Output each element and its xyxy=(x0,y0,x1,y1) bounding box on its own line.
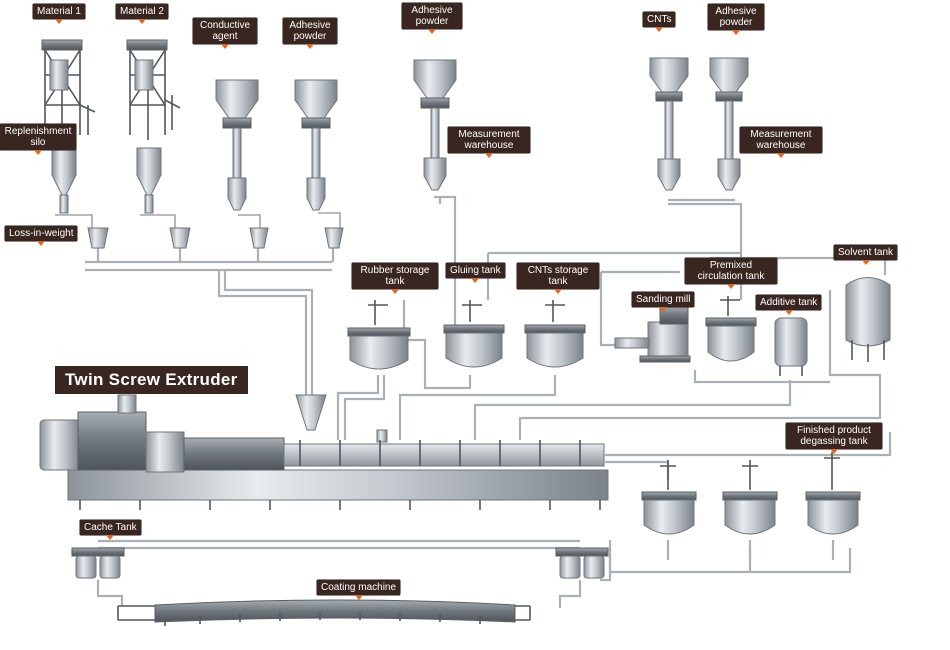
label-loss-in-weight: Loss-in-weight xyxy=(5,226,78,246)
adhesive-powder-hopper-1 xyxy=(294,79,338,211)
label-rubber-storage-tank: Rubber storage tank xyxy=(352,263,438,294)
label-gluing-tank: Gluing tank xyxy=(446,263,505,283)
label-measurement-warehouse-1: Measurement warehouse xyxy=(448,127,530,158)
label-material-2: Material 2 xyxy=(116,4,168,24)
label-sanding-mill: Sanding mill xyxy=(632,292,695,312)
label-material-1: Material 1 xyxy=(33,4,85,24)
label-coating-machine: Coating machine xyxy=(317,580,401,600)
cache-tanks xyxy=(71,547,609,579)
adhesive-powder-hopper-2 xyxy=(413,59,457,191)
label-solvent-tank: Solvent tank xyxy=(834,245,898,265)
label-premixed-circulation-tank: Premixed circulation tank xyxy=(685,258,777,289)
label-measurement-warehouse-2: Measurement warehouse xyxy=(740,127,822,158)
additive-tank xyxy=(774,317,808,376)
conductive-agent-hopper xyxy=(215,79,259,211)
premixed-circulation-tank xyxy=(705,296,757,362)
cnts-hopper xyxy=(649,57,689,191)
label-additive-tank: Additive tank xyxy=(756,295,822,315)
twin-screw-extruder xyxy=(39,394,609,510)
sanding-mill xyxy=(614,305,691,363)
label-cnts-storage-tank: CNTs storage tank xyxy=(517,263,599,294)
loss-in-weight-feeders xyxy=(87,227,344,249)
rubber-storage-tank xyxy=(347,300,411,370)
label-twin-screw-extruder: Twin Screw Extruder xyxy=(55,366,248,394)
cnts-storage-tank xyxy=(524,300,586,368)
label-finished-product-degassing-tank: Finished product degassing tank xyxy=(786,423,882,454)
degassing-tanks xyxy=(641,452,861,535)
label-conductive-agent: Conductive agent xyxy=(193,18,257,49)
label-cache-tank: Cache Tank xyxy=(80,520,141,540)
solvent-tank xyxy=(845,277,891,362)
label-adhesive-powder-1: Adhesive powder xyxy=(283,18,337,49)
adhesive-powder-hopper-3 xyxy=(709,57,749,191)
material-1-silo xyxy=(41,39,96,214)
gluing-tank xyxy=(443,300,505,368)
coating-machine xyxy=(117,599,531,626)
label-replenishment-silo: Replenishment silo xyxy=(0,124,76,155)
label-adhesive-powder-2: Adhesive powder xyxy=(402,3,462,34)
material-2-silo xyxy=(126,39,181,214)
label-adhesive-powder-3: Adhesive powder xyxy=(708,4,764,35)
label-cnts: CNTs xyxy=(643,12,676,32)
